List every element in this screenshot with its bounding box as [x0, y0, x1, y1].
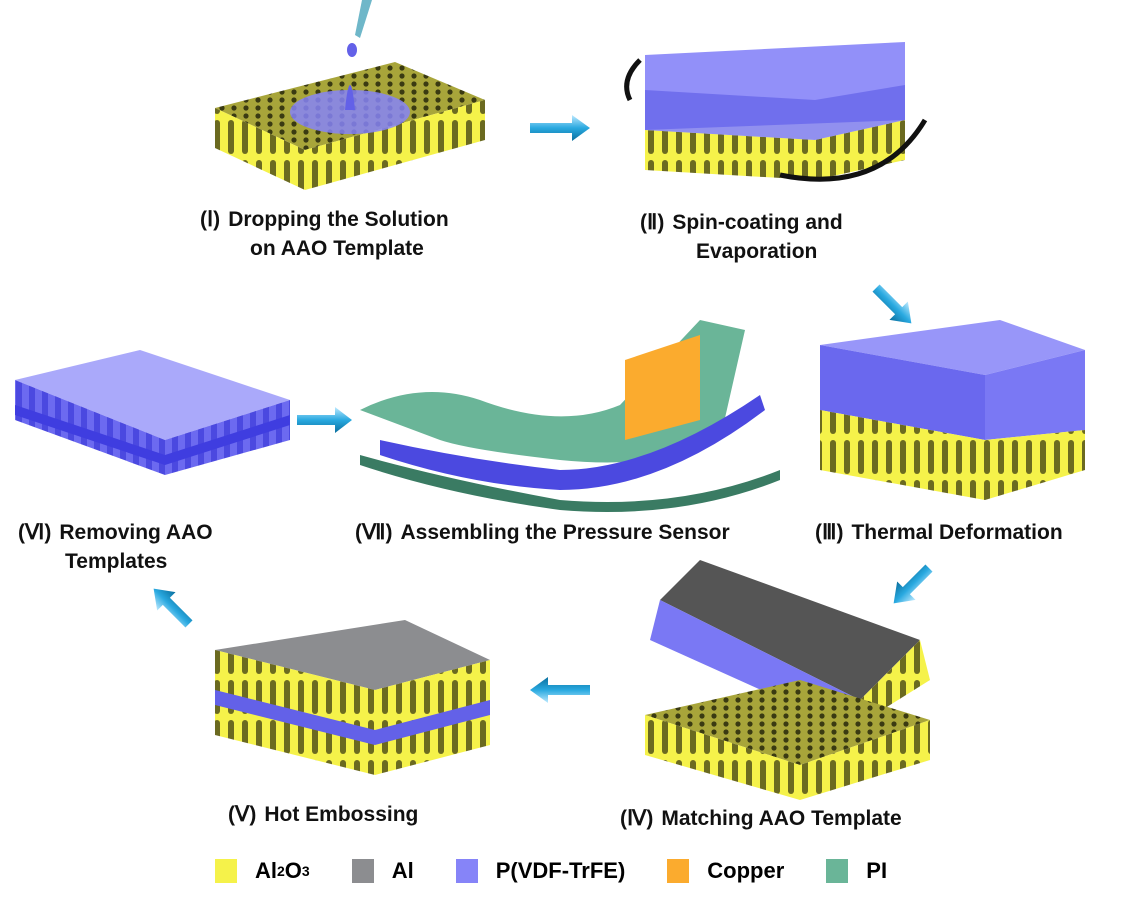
arrow-left-icon — [530, 677, 590, 703]
legend-swatch — [351, 859, 374, 883]
legend-swatch — [455, 859, 478, 883]
step-5-label: (Ⅴ) Hot Embossing — [228, 800, 418, 829]
legend-label: Copper — [707, 858, 785, 883]
legend-item-al: Al — [351, 858, 414, 884]
step-title: Spin-coating and — [672, 211, 843, 234]
legend-swatch — [667, 859, 690, 883]
copper-electrode — [625, 335, 700, 440]
step-title: Thermal Deformation — [851, 521, 1063, 544]
step-title: Dropping the Solution — [228, 208, 449, 231]
step-number: (Ⅰ) — [200, 208, 221, 231]
legend-label: Al — [391, 858, 414, 883]
step-number: (Ⅶ) — [355, 521, 393, 544]
rotation-arrow — [779, 118, 928, 182]
arrow-right-icon — [530, 115, 590, 141]
arrow-down-right-icon — [872, 284, 912, 324]
arrow-down-left-icon — [893, 564, 933, 604]
step-number: (Ⅲ) — [815, 521, 844, 544]
step-6-label: (Ⅵ) Removing AAO Templates — [18, 518, 213, 576]
step-number: (Ⅱ) — [640, 211, 665, 234]
step-1-label: (Ⅰ) Dropping the Solution on AAO Template — [200, 205, 449, 263]
stage-1-aao-template — [215, 0, 485, 190]
step-title-line2: Templates — [65, 550, 168, 573]
legend-label: PI — [866, 858, 888, 883]
stage-5-hot-embossing — [215, 620, 490, 775]
step-number: (Ⅴ) — [228, 803, 257, 826]
step-number: (Ⅳ) — [620, 807, 654, 830]
stage-7-pressure-sensor — [360, 320, 780, 512]
legend-swatch — [215, 859, 237, 883]
legend-swatch — [826, 859, 849, 883]
pipette — [355, 0, 372, 38]
legend-sub: 3 — [301, 863, 310, 879]
legend-item-copper: Copper — [667, 858, 784, 884]
step-number: (Ⅵ) — [18, 521, 52, 544]
step-3-label: (Ⅲ) Thermal Deformation — [815, 518, 1063, 547]
stage-3-thermal-deformation — [820, 320, 1085, 500]
legend-sub: 2 — [277, 863, 285, 879]
step-title: Hot Embossing — [264, 803, 419, 826]
step-4-label: (Ⅳ) Matching AAO Template — [620, 804, 902, 833]
legend-label: P(VDF-TrFE) — [495, 858, 626, 883]
rotation-arrow — [624, 58, 642, 102]
process-arrows — [153, 115, 933, 703]
step-title-line2: Evaporation — [696, 240, 818, 263]
solution-droplet — [290, 90, 410, 134]
step-title-line2: on AAO Template — [250, 237, 424, 260]
step-title: Removing AAO — [59, 521, 213, 544]
stage-4-matching-template — [645, 560, 930, 800]
step-title: Assembling the Pressure Sensor — [400, 521, 730, 544]
legend-item-pvdf: P(VDF-TrFE) — [455, 858, 626, 884]
legend-item-pi: PI — [826, 858, 887, 884]
legend-label: O — [284, 858, 302, 883]
arrow-up-left-icon — [153, 588, 193, 628]
stage-2-spin-coating — [624, 42, 928, 182]
arrow-right-icon — [297, 407, 352, 433]
legend-label: Al — [255, 858, 277, 883]
stage-6-polymer-pillars — [15, 350, 290, 475]
step-7-label: (Ⅶ) Assembling the Pressure Sensor — [355, 518, 730, 547]
step-title: Matching AAO Template — [661, 807, 902, 830]
